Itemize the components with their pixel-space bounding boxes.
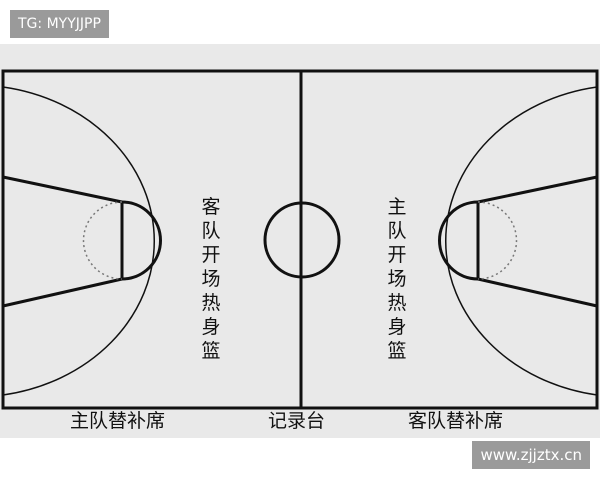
right-half-label: 主 队 开 场 热 身 篮 xyxy=(385,195,409,363)
left-half-label-char: 队 xyxy=(201,220,221,242)
left-half-label-char: 身 xyxy=(201,316,221,338)
right-three-point-arc xyxy=(444,86,598,396)
right-key-bottom xyxy=(477,277,598,308)
right-half-label-char: 场 xyxy=(387,268,407,290)
court-panel: 客 队 开 场 热 身 篮 主 队 开 场 热 身 篮 xyxy=(0,44,600,438)
left-half-label-char: 客 xyxy=(201,196,221,218)
right-half-label-char: 身 xyxy=(387,316,407,338)
center-circle xyxy=(263,201,341,279)
right-half-label-char: 篮 xyxy=(387,340,407,362)
right-half-label-char: 队 xyxy=(387,220,407,242)
left-half-label-char: 热 xyxy=(201,292,221,314)
left-half-label-char: 开 xyxy=(201,244,221,266)
right-free-throw-arc-dashed xyxy=(477,201,518,280)
left-half-label-char: 篮 xyxy=(201,340,221,362)
left-free-throw-arc-dashed xyxy=(82,201,123,280)
right-half-label-char: 热 xyxy=(387,292,407,314)
watermark-top-left: TG: MYYJJPP xyxy=(10,10,109,38)
left-half-label-char: 场 xyxy=(201,268,221,290)
left-key-bottom xyxy=(2,277,123,308)
right-free-throw-arc xyxy=(438,200,479,281)
left-free-throw-arc xyxy=(121,200,162,281)
left-three-point-arc xyxy=(2,86,156,396)
right-key-top xyxy=(477,175,598,204)
scorer-table-label: 记录台 xyxy=(268,410,326,432)
left-key-top xyxy=(2,175,123,204)
watermark-bottom-right: www.zjjztx.cn xyxy=(472,441,590,469)
right-half-label-char: 主 xyxy=(387,196,407,218)
right-half-label-char: 开 xyxy=(387,244,407,266)
left-half-label: 客 队 开 场 热 身 篮 xyxy=(199,195,223,363)
away-bench-label: 客队替补席 xyxy=(408,410,504,432)
home-bench-label: 主队替补席 xyxy=(70,410,166,432)
basketball-court-diagram xyxy=(1,69,599,410)
